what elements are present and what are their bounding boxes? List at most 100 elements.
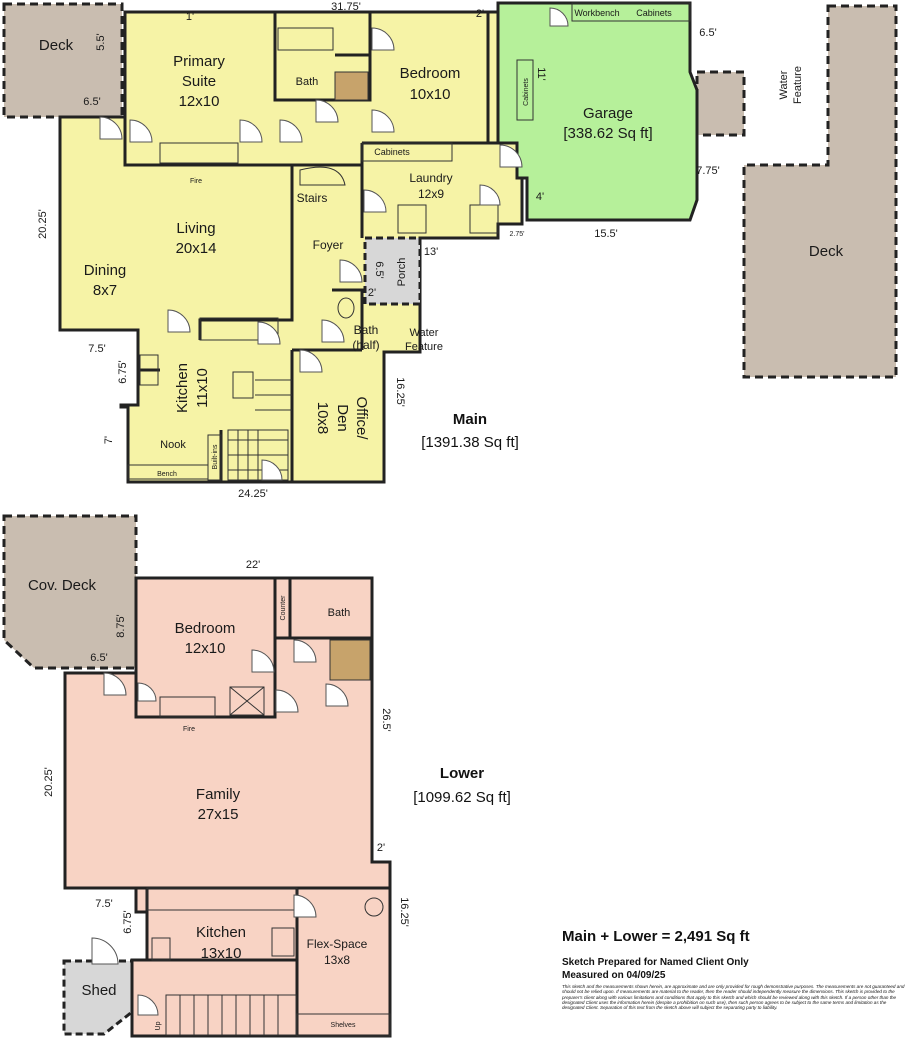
lower-stairs [165, 994, 297, 1036]
shed-shape [62, 959, 134, 1036]
dim-porch-65: 6.5' [373, 261, 385, 278]
label-shed: Shed [81, 982, 116, 999]
label-deck-left: Deck [39, 37, 74, 54]
label-flex-2: 13x8 [324, 953, 350, 967]
lower-floor-title: Lower [440, 765, 484, 782]
dim-porch-13: 13' [424, 246, 438, 258]
label-foyer: Foyer [313, 238, 344, 252]
lower-floor-area: [1099.62 Sq ft] [413, 789, 511, 806]
fireplace-lower [159, 696, 216, 718]
total-area: Main + Lower = 2,491 Sq ft [562, 928, 750, 945]
prepared-for: Sketch Prepared for Named Client Only [562, 957, 749, 968]
label-bath-half-1: Bath [354, 323, 379, 337]
label-bath-upper: Bath [296, 76, 319, 88]
label-flex-1: Flex-Space [307, 937, 368, 951]
dim-left-675: 6.75' [117, 360, 129, 384]
main-stairs [227, 166, 346, 481]
label-stairs: Stairs [297, 191, 328, 205]
label-living-2: 20x14 [176, 240, 217, 257]
label-cabinets-garage-side: Cabinets [523, 78, 530, 106]
label-family-1: Family [196, 786, 241, 803]
label-garage-1: Garage [583, 105, 633, 122]
dim-lower-1625: 16.25' [398, 897, 410, 927]
dim-main-bottom: 24.25' [238, 488, 268, 500]
label-kitchen-2: 11x10 [194, 368, 211, 408]
dim-main-2: 2' [476, 8, 484, 20]
label-cabinets-garage: Cabinets [636, 8, 672, 18]
shower-tile [334, 71, 369, 101]
label-garage-2: [338.62 Sq ft] [563, 125, 652, 142]
garage-shape [496, 1, 699, 222]
dim-lower-75: 7.5' [95, 898, 112, 910]
label-lower-kitchen-2: 13x10 [201, 945, 242, 962]
label-fire-main: Fire [190, 178, 202, 185]
disclaimer: This sketch and the measurements shown h… [562, 984, 905, 1011]
label-laundry-1: Laundry [409, 171, 452, 185]
lower-labels: Cov. Deck Bedroom 12x10 Counter Bath Fir… [28, 577, 368, 1030]
dim-garage-11: 11' [535, 67, 547, 81]
dim-garage-775: 7.75' [696, 165, 720, 177]
fireplace-main [159, 142, 239, 164]
dim-main-top: 31.75' [331, 1, 361, 13]
label-living-1: Living [176, 220, 215, 237]
dim-office-1625: 16.25' [394, 377, 406, 407]
label-dining-1: Dining [84, 262, 127, 279]
label-laundry-2: 12x9 [418, 187, 444, 201]
label-cabinets-laundry: Cabinets [374, 147, 410, 157]
dim-garage-65: 6.5' [699, 27, 716, 39]
label-water-feature-1: Water [410, 327, 439, 339]
deck-right [742, 4, 898, 379]
lower-shower-tile [329, 639, 371, 681]
dim-lower-2: 2' [377, 842, 385, 854]
label-workbench: Workbench [574, 8, 619, 18]
label-up: Up [155, 1021, 162, 1030]
dim-main-1: 1' [186, 11, 194, 23]
label-shelves: Shelves [331, 1022, 356, 1029]
label-bath-half-2: (half) [352, 338, 379, 352]
dim-porch-2: 2' [368, 287, 376, 299]
deck-left [2, 2, 124, 119]
cov-deck [2, 514, 138, 670]
main-dimensions: 31.75' 1' 2' 5.5' 6.5' 6.5' 11' 7.75' 4'… [37, 1, 720, 500]
dim-lower-65: 6.5' [90, 652, 107, 664]
dim-garage-275: 2.75' [510, 231, 525, 238]
dim-lower-265: 26.5' [380, 708, 392, 732]
dim-deck-w: 6.5' [83, 96, 100, 108]
garage-bumpout [695, 70, 746, 137]
main-floor-title: Main [453, 411, 487, 428]
label-porch: Porch [396, 258, 408, 287]
label-water-feature-right-2: Feature [792, 66, 804, 104]
dim-lower-top: 22' [246, 559, 260, 571]
label-nook: Nook [160, 439, 186, 451]
label-bedroom-2: 10x10 [410, 86, 451, 103]
measured-date: Measured on 04/09/25 [562, 970, 666, 981]
label-office-1: Office/ [353, 396, 370, 440]
label-bedroom-1: Bedroom [400, 65, 461, 82]
main-floor-area: [1391.38 Sq ft] [421, 434, 519, 451]
dim-left-75: 7.5' [88, 343, 105, 355]
label-counter: Counter [280, 595, 287, 621]
label-fire-lower: Fire [183, 726, 195, 733]
label-primary-suite-1: Primary [173, 53, 225, 70]
label-bench: Bench [157, 471, 177, 478]
dim-lower-2025: 20.25' [43, 767, 55, 797]
label-lower-kitchen-1: Kitchen [196, 924, 246, 941]
label-water-feature-right-1: Water [778, 70, 790, 99]
label-primary-suite-3: 12x10 [179, 93, 220, 110]
lower-dimensions: 22' 8.75' 6.5' 26.5' 20.25' 2' 7.5' 6.75… [43, 559, 410, 934]
label-family-2: 27x15 [198, 806, 239, 823]
porch-shape [363, 236, 422, 306]
label-dining-2: 8x7 [93, 282, 117, 299]
dim-lower-675: 6.75' [122, 910, 134, 934]
label-office-2: Den [334, 404, 351, 432]
label-water-feature-2: Feature [405, 341, 443, 353]
label-lower-bedroom-2: 12x10 [185, 640, 226, 657]
dim-left-2025: 20.25' [37, 209, 49, 239]
label-deck-right: Deck [809, 243, 844, 260]
dim-deck-h: 5.5' [95, 33, 107, 50]
dim-lower-875: 8.75' [115, 614, 127, 638]
dim-left-7: 7' [103, 436, 115, 444]
label-builtins: Built-ins [212, 444, 219, 469]
label-lower-bedroom-1: Bedroom [175, 620, 236, 637]
